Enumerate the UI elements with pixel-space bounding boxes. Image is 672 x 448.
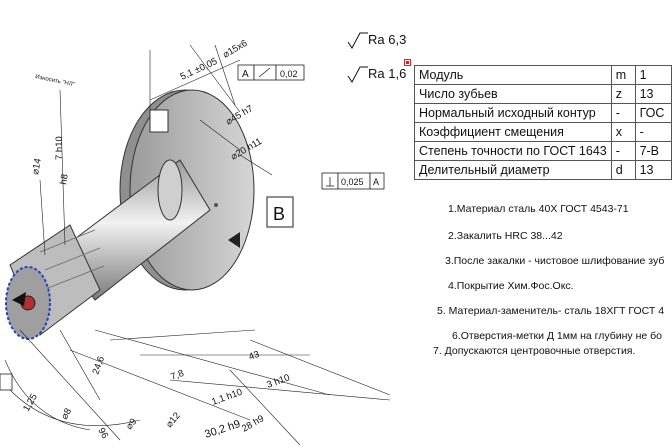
datum-a-small-frame [0, 373, 13, 391]
dim-izn: Износить "НЛ" [35, 74, 76, 88]
datum-b-frame[interactable]: B [266, 196, 294, 228]
note-center-holes[interactable]: 7. Допускаются центровочные отверстия. [433, 345, 636, 357]
table-row[interactable]: Делительный диаметр d 13 [414, 160, 672, 180]
roughness-label: Ra 1,6 [368, 66, 407, 81]
dim-d14: ⌀14 [30, 158, 44, 176]
direction-arrow [12, 292, 26, 306]
perp-datum: A [373, 177, 379, 187]
mark-hole [214, 203, 218, 207]
dim-h8: h8 [58, 173, 71, 185]
shaft-collar [157, 159, 183, 221]
table-row[interactable]: Нормальный исходный контур - ГОС [414, 103, 672, 123]
dim-d51: 5,1 ±0,05 [179, 56, 220, 83]
table-row[interactable]: Модуль m 1 [414, 65, 672, 85]
note-grinding[interactable]: 3.После закалки - чистовое шлифование зу… [445, 255, 665, 267]
dim-d24: 24,6 [90, 355, 107, 376]
note-material[interactable]: 1.Материал сталь 40Х ГОСТ 4543-71 [448, 203, 629, 215]
note-coating[interactable]: 4.Покрытие Хим.Фос.Окс. [448, 280, 574, 292]
dim-d96: 96 [95, 426, 110, 441]
datum-b-label: B [273, 204, 285, 224]
roughness-check-icon [347, 32, 368, 49]
dim-d302: 30,2 h9 [203, 418, 242, 441]
dim-d11: 1,1 h10 [210, 387, 244, 408]
dim-d15: ⌀15х6 [221, 38, 249, 61]
gear-parameter-table[interactable]: Модуль m 1 Число зубьев z 13 Нормальный … [414, 65, 672, 180]
fcf-runout[interactable]: A 0,02 [237, 64, 305, 81]
dim-d9: ⌀9 [124, 416, 140, 432]
datum-triangle [228, 232, 240, 248]
dim-d7: 7 h10 [54, 136, 65, 160]
datum-a-label: A [242, 69, 249, 80]
dim-d12: ⌀12 [164, 410, 183, 430]
dim-d45: ⌀45 h7 [224, 103, 255, 127]
table-row[interactable]: Степень точности по ГОСТ 1643 - 7-В [414, 141, 672, 161]
roughness-label: Ra 6,3 [368, 32, 407, 47]
roughness-symbol-secondary[interactable]: Ra 1,6 [346, 66, 416, 84]
dim-d78: 7,8 [169, 368, 185, 383]
selection-handle-icon[interactable] [404, 59, 411, 66]
runout-value: 0,02 [280, 69, 298, 79]
table-row[interactable]: Коэффициент смещения x - [414, 122, 672, 142]
table-row[interactable]: Число зубьев z 13 [414, 84, 672, 104]
roughness-symbol-main[interactable]: Ra 6,3 [346, 32, 416, 50]
dim-d28: 28 h9 [240, 413, 266, 434]
dim-d125: 1,25 [21, 392, 40, 414]
dim-d43: 43 [247, 349, 261, 363]
note-substitute-material[interactable]: 5. Материал-заменитель- сталь 18ХГТ ГОСТ… [437, 305, 665, 317]
dim-d8: ⌀8 [59, 406, 74, 421]
fcf-perpendicularity[interactable]: 0,025 A [321, 172, 385, 190]
keyway-slot [149, 109, 169, 133]
dim-d3: 3 h10 [265, 372, 291, 390]
note-hardening[interactable]: 2.Закалить HRC 38...42 [448, 230, 563, 242]
perp-value: 0,025 [341, 177, 364, 187]
roughness-check-icon [347, 66, 368, 83]
shaft-gear-drawing[interactable]: A 0,02 0,025 A B ⌀15х6 ⌀45 h7 ⌀20 h11 5,… [0, 0, 420, 448]
note-mark-holes[interactable]: 6.Отверстия-метки Д 1мм на глубину не бо [452, 330, 662, 342]
